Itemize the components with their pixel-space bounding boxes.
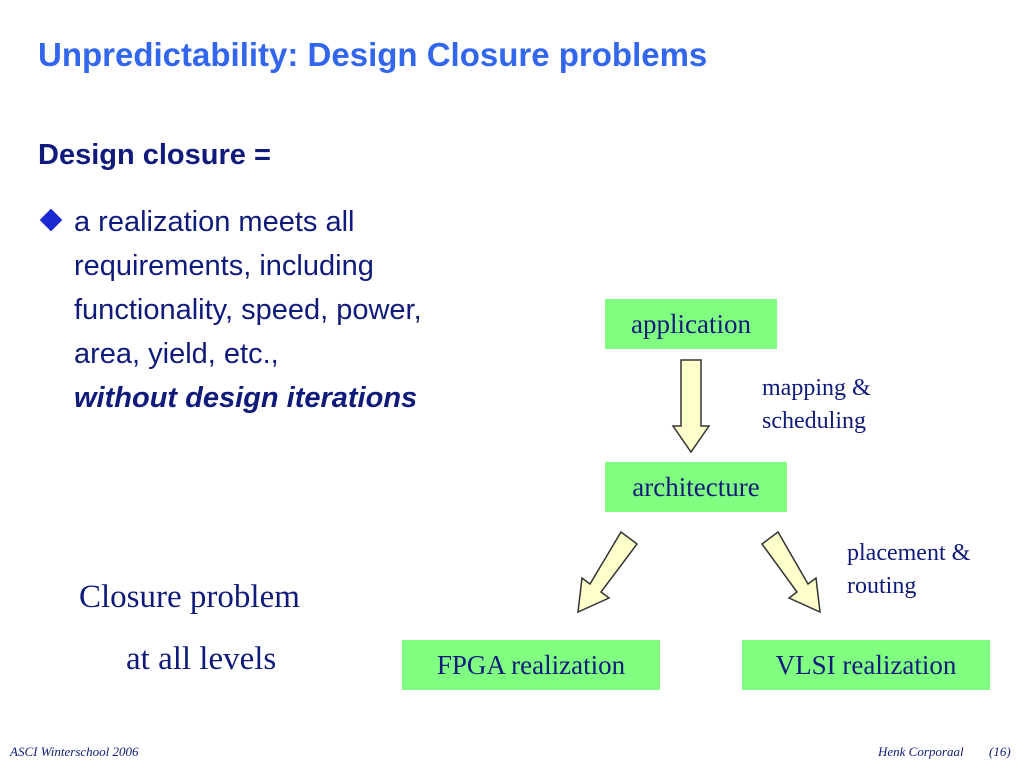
node-fpga-realization: FPGA realization bbox=[402, 640, 660, 690]
edge-label-mapping: mapping & scheduling bbox=[762, 372, 871, 438]
closure-problem-line-2: at all levels bbox=[126, 641, 277, 677]
footer-left: ASCI Winterschool 2006 bbox=[10, 744, 139, 759]
slide-title: Unpredictability: Design Closure problem… bbox=[38, 36, 708, 73]
node-architecture-label: architecture bbox=[632, 471, 760, 502]
closure-problem-line-1: Closure problem bbox=[79, 579, 300, 615]
bullet-emphasis: without design iterations bbox=[74, 382, 418, 414]
node-vlsi-label: VLSI realization bbox=[775, 649, 957, 680]
design-closure-heading: Design closure = bbox=[38, 139, 271, 171]
down-arrow-mapping bbox=[671, 359, 711, 454]
down-right-arrow-vlsi bbox=[760, 530, 821, 614]
edge-label-placement-line-2: routing bbox=[847, 573, 917, 599]
bullet-line-1: a realization meets all bbox=[74, 206, 355, 238]
bullet-line-2: requirements, including bbox=[74, 250, 374, 282]
node-application-label: application bbox=[631, 308, 751, 339]
bullet-item: a realization meets all bbox=[38, 200, 422, 244]
bullet-line-4: area, yield, etc., bbox=[74, 338, 279, 370]
node-vlsi-realization: VLSI realization bbox=[742, 640, 990, 690]
bullet-line-3: functionality, speed, power, bbox=[74, 294, 422, 326]
edge-label-mapping-line-1: mapping & bbox=[762, 375, 871, 401]
footer-page-number: (16) bbox=[989, 744, 1011, 759]
node-application: application bbox=[605, 299, 777, 349]
footer-author: Henk Corporaal bbox=[878, 744, 964, 759]
down-left-arrow-fpga bbox=[577, 530, 639, 614]
node-fpga-label: FPGA realization bbox=[436, 649, 626, 680]
edge-label-placement-line-1: placement & bbox=[847, 540, 971, 566]
bullet-list: a realization meets all requirements, in… bbox=[38, 200, 422, 420]
edge-label-mapping-line-2: scheduling bbox=[762, 408, 866, 434]
edge-label-placement: placement & routing bbox=[847, 537, 970, 603]
node-architecture: architecture bbox=[605, 462, 787, 512]
